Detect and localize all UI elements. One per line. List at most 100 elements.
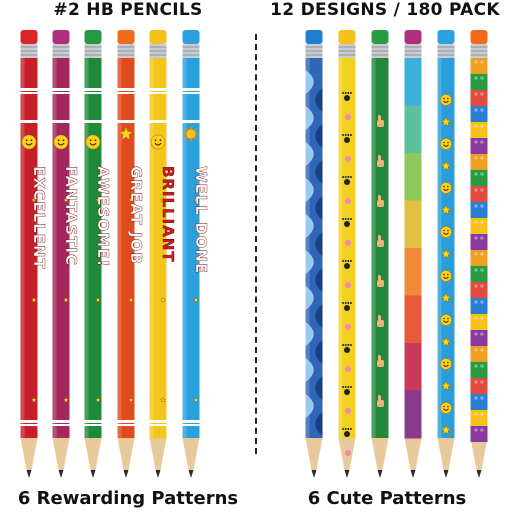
block-stud	[480, 220, 484, 224]
stripe	[149, 92, 167, 94]
block-stud	[474, 380, 478, 384]
graphite-point	[155, 470, 161, 478]
smiley-face-icon	[440, 138, 452, 150]
paw-toe	[347, 428, 350, 430]
paw-toe	[349, 218, 352, 220]
paw-print-icon	[344, 263, 350, 269]
sun-icon	[185, 128, 197, 140]
graphite-point	[344, 470, 350, 478]
toy-block	[470, 314, 488, 330]
paw-toe	[344, 176, 347, 178]
body-highlight	[149, 58, 154, 438]
block-stud	[480, 204, 484, 208]
star-icon	[127, 396, 135, 403]
eraser-cap	[20, 30, 38, 44]
block-stud	[480, 140, 484, 144]
toy-block	[470, 266, 488, 282]
block-stud	[480, 124, 484, 128]
wave-shape	[305, 250, 314, 274]
paw-print-icon	[344, 137, 350, 143]
smiley-mouth	[443, 364, 449, 367]
block-stud	[474, 412, 478, 416]
paw-toe	[344, 386, 347, 388]
smiley-eye	[447, 141, 449, 144]
rainbow-band	[404, 58, 422, 106]
paw-toe	[347, 92, 350, 94]
smiley-eye	[25, 139, 28, 142]
rewarding-pencil: FANTASTIC	[52, 30, 80, 478]
toy-block	[470, 378, 488, 394]
block-stud	[474, 284, 478, 288]
dot	[345, 408, 351, 414]
toy-block	[470, 170, 488, 186]
block-stud	[480, 284, 484, 288]
thumb	[378, 355, 381, 361]
toy-block	[470, 394, 488, 410]
thumbs-up-icon	[377, 400, 384, 407]
cute-pencil	[437, 30, 455, 478]
block-stud	[480, 172, 484, 176]
toy-block	[470, 234, 488, 250]
toy-block	[470, 74, 488, 90]
block-stud	[480, 348, 484, 352]
paw-toe	[342, 218, 345, 220]
stripe	[117, 120, 135, 123]
smiley-eye	[159, 139, 162, 142]
wood-tip	[404, 438, 422, 470]
toy-block	[470, 202, 488, 218]
toy-block	[470, 106, 488, 122]
smiley-eye	[94, 139, 97, 142]
sun-ray	[185, 128, 188, 131]
smiley-eye	[443, 361, 445, 364]
stripe	[84, 88, 102, 91]
cute-pencil	[470, 30, 488, 478]
block-stud	[474, 92, 478, 96]
pencil-word: GREAT JOB	[127, 166, 145, 265]
smiley-eye	[443, 317, 445, 320]
graphite-point	[26, 470, 32, 478]
graphite-point	[90, 470, 96, 478]
paw-toe	[344, 428, 347, 430]
stripe	[52, 92, 70, 94]
pencil-word: BRILLIANT	[159, 166, 177, 263]
star-icon	[30, 296, 38, 303]
wave-shape	[305, 142, 314, 166]
graphite-point	[123, 470, 129, 478]
dot	[345, 156, 351, 162]
star-icon	[62, 396, 70, 403]
body-highlight	[20, 58, 25, 438]
rewarding-pencil: GREAT JOB	[117, 30, 145, 478]
smiley-face-icon	[440, 94, 452, 106]
star-icon	[94, 296, 102, 303]
paw-toe	[349, 428, 352, 430]
block-stud	[474, 364, 478, 368]
dot	[345, 282, 351, 288]
wood-tip	[182, 438, 200, 470]
toy-block	[470, 298, 488, 314]
toy-block	[470, 250, 488, 266]
smiley-eye	[443, 97, 445, 100]
eraser-cap	[404, 30, 422, 44]
paw-toe	[349, 386, 352, 388]
rainbow-band	[404, 200, 422, 249]
smiley-eye	[62, 139, 65, 142]
rewarding-pencil: AWESOME!	[84, 30, 112, 478]
smiley-mouth	[443, 144, 449, 147]
thumbs-up-icon	[377, 120, 384, 127]
paw-toe	[349, 260, 352, 262]
toy-block	[470, 90, 488, 106]
paw-toe	[342, 134, 345, 136]
pencil-word: EXCELLENT	[30, 166, 48, 270]
stripe	[117, 424, 135, 426]
thumbs-up-icon	[377, 280, 384, 287]
wave-shape	[305, 286, 314, 310]
paw-toe	[342, 386, 345, 388]
eraser-cap	[117, 30, 135, 44]
wave-shape	[315, 232, 323, 256]
smiley-eye	[57, 139, 60, 142]
star-icon	[440, 336, 452, 347]
block-stud	[474, 204, 478, 208]
sun-ray	[194, 128, 197, 131]
star-icon	[440, 424, 452, 435]
eraser-cap	[149, 30, 167, 44]
